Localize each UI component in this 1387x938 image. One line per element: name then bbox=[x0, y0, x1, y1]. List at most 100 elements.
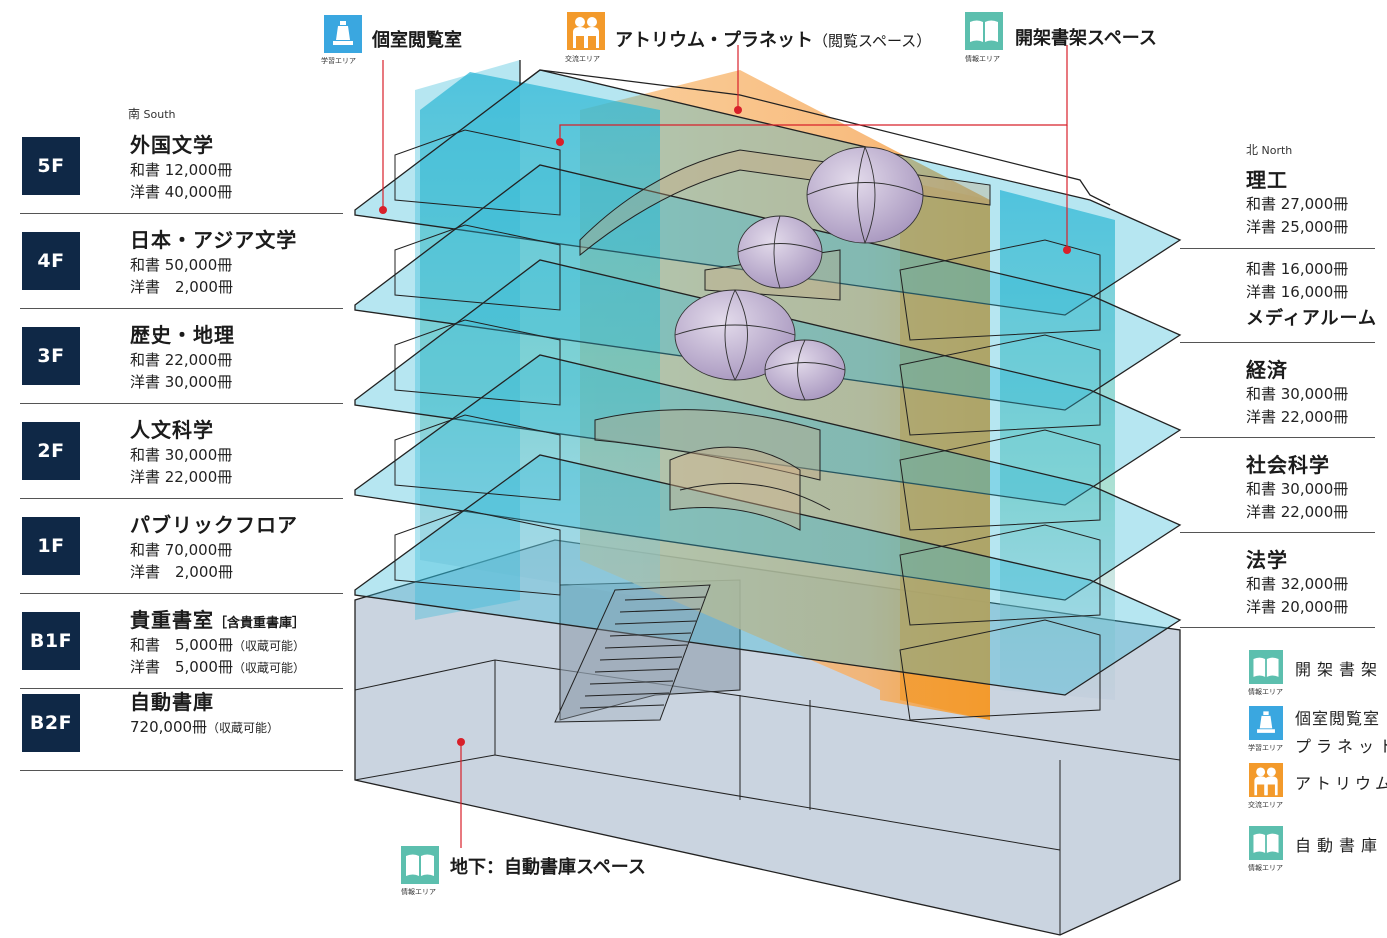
book-icon bbox=[1249, 650, 1283, 684]
section-social-science: 社会科学 和書 30,000冊 洋書 22,000冊 bbox=[1246, 449, 1348, 524]
foreign-books-count: 洋書 5,000冊（収蔵可能） bbox=[130, 656, 305, 677]
count-text: 和書 5,000冊 bbox=[130, 636, 233, 654]
south-marker: 南 South bbox=[128, 105, 175, 122]
section-law: 法学 和書 32,000冊 洋書 20,000冊 bbox=[1246, 544, 1348, 619]
section-science-engineering: 理工 和書 27,000冊 洋書 25,000冊 bbox=[1246, 164, 1348, 239]
atrium-label-text: アトリウム・プラネット bbox=[615, 30, 813, 51]
floor-row-b2f: B2F 自動書庫 720,000冊（収蔵可能） bbox=[20, 676, 343, 771]
south-jp: 南 bbox=[128, 107, 141, 121]
north-marker: 北 North bbox=[1246, 141, 1292, 158]
count-text: 720,000冊 bbox=[130, 718, 208, 736]
section-economics: 経済 和書 30,000冊 洋書 22,000冊 bbox=[1246, 354, 1348, 429]
leader-dots bbox=[379, 106, 1071, 746]
japanese-books-count: 和書 70,000冊 bbox=[130, 541, 233, 559]
staircase bbox=[554, 584, 711, 723]
floor-slabs bbox=[354, 69, 1182, 696]
section-title: 社会科学 bbox=[1246, 453, 1330, 477]
study-lamp-icon bbox=[1249, 706, 1283, 740]
area-caption: 学習エリア bbox=[321, 57, 356, 65]
foreign-books-count: 洋書 20,000冊 bbox=[1246, 598, 1349, 616]
divider bbox=[1180, 532, 1375, 533]
divider bbox=[1180, 437, 1375, 438]
floor-title: 外国文学 bbox=[130, 133, 214, 157]
floor-title: 歴史・地理 bbox=[130, 323, 235, 347]
floor-title-note: ［含貴重書庫］ bbox=[214, 616, 306, 631]
capacity-note: （収蔵可能） bbox=[232, 661, 305, 675]
section-title: メディアルーム bbox=[1246, 308, 1378, 329]
people-icon bbox=[1249, 763, 1283, 797]
north-jp: 北 bbox=[1246, 143, 1259, 157]
foreign-books-count: 洋書 25,000冊 bbox=[1246, 218, 1349, 236]
floor-title: 日本・アジア文学 bbox=[130, 228, 298, 252]
count-text: 洋書 5,000冊 bbox=[130, 658, 233, 676]
area-caption: 情報エリア bbox=[401, 888, 436, 896]
legend-label: 開架書架 bbox=[1295, 660, 1384, 679]
legend-caption: 学習エリア bbox=[1248, 744, 1283, 752]
japanese-books-count: 和書 27,000冊 bbox=[1246, 195, 1349, 213]
floor-badge: 1F bbox=[22, 517, 80, 575]
legend-label: 個室閲覧室 bbox=[1295, 709, 1381, 728]
floor-badge: B2F bbox=[22, 694, 80, 752]
legend-caption: 情報エリア bbox=[1248, 688, 1283, 696]
foreign-books-count: 洋書 40,000冊 bbox=[130, 183, 233, 201]
floor-title: 自動書庫 bbox=[130, 690, 214, 714]
floor-row-2f: 2F 人文科学 和書 30,000冊 洋書 22,000冊 bbox=[20, 404, 343, 499]
japanese-books-count: 和書 22,000冊 bbox=[130, 351, 233, 369]
floor-row-4f: 4F 日本・アジア文学 和書 50,000冊 洋書 2,000冊 bbox=[20, 214, 343, 309]
shelf-boxes bbox=[394, 129, 1101, 721]
legend-caption: 交流エリア bbox=[1248, 801, 1283, 809]
japanese-books-count: 和書 30,000冊 bbox=[1246, 480, 1349, 498]
japanese-books-count: 和書 16,000冊 bbox=[1246, 260, 1349, 278]
japanese-books-count: 和書 5,000冊（収蔵可能） bbox=[130, 634, 305, 655]
foreign-books-count: 洋書 16,000冊 bbox=[1246, 283, 1349, 301]
book-icon bbox=[401, 846, 439, 884]
south-en: South bbox=[143, 108, 176, 121]
japanese-books-count: 和書 30,000冊 bbox=[1246, 385, 1349, 403]
foreign-books-count: 洋書 22,000冊 bbox=[130, 468, 233, 486]
floor-row-5f: 5F 外国文学 和書 12,000冊 洋書 40,000冊 bbox=[20, 119, 343, 214]
area-caption: 情報エリア bbox=[965, 55, 1000, 63]
foreign-books-count: 洋書 22,000冊 bbox=[1246, 408, 1349, 426]
open-stacks-label: 開架書架スペース bbox=[1015, 28, 1157, 49]
section-title: 経済 bbox=[1246, 358, 1288, 382]
japanese-books-count: 和書 30,000冊 bbox=[130, 446, 233, 464]
foreign-books-count: 洋書 30,000冊 bbox=[130, 373, 233, 391]
floor-badge: 4F bbox=[22, 232, 80, 290]
basement-storage-label: 地下：自動書庫スペース bbox=[450, 857, 646, 878]
north-en: North bbox=[1261, 144, 1293, 157]
floor-badge: 3F bbox=[22, 327, 80, 385]
foreign-books-count: 洋書 2,000冊 bbox=[130, 278, 233, 296]
section-title: 理工 bbox=[1246, 168, 1288, 192]
capacity-note: （収蔵可能） bbox=[232, 639, 305, 653]
japanese-books-count: 和書 12,000冊 bbox=[130, 161, 233, 179]
capacity-note: （収蔵可能） bbox=[207, 721, 280, 735]
japanese-books-count: 和書 32,000冊 bbox=[1246, 575, 1349, 593]
japanese-books-count: 和書 50,000冊 bbox=[130, 256, 233, 274]
floor-badge: B1F bbox=[22, 612, 80, 670]
floor-row-b1f: B1F 貴重書室［含貴重書庫］ 和書 5,000冊（収蔵可能） 洋書 5,000… bbox=[20, 594, 343, 689]
section-title: 法学 bbox=[1246, 548, 1288, 572]
floor-title: パブリックフロア bbox=[130, 513, 298, 537]
people-icon bbox=[567, 12, 605, 50]
legend-label: 自動書庫 bbox=[1295, 836, 1384, 855]
foreign-books-count: 洋書 22,000冊 bbox=[1246, 503, 1349, 521]
floor-row-3f: 3F 歴史・地理 和書 22,000冊 洋書 30,000冊 bbox=[20, 309, 343, 404]
leader-lines bbox=[382, 45, 1068, 848]
book-icon bbox=[965, 12, 1003, 50]
atrium-label-sub: （閲覧スペース） bbox=[813, 32, 932, 50]
private-room-label: 個室閲覧室 bbox=[372, 30, 462, 51]
book-icon bbox=[1249, 826, 1283, 860]
legend-caption: 情報エリア bbox=[1248, 864, 1283, 872]
floor-row-1f: 1F パブリックフロア 和書 70,000冊 洋書 2,000冊 bbox=[20, 499, 343, 594]
legend-label: アトリウム bbox=[1295, 774, 1387, 793]
floor-title-text: 貴重書室 bbox=[130, 608, 214, 632]
atrium-label: アトリウム・プラネット（閲覧スペース） bbox=[615, 26, 931, 52]
floor-badge: 2F bbox=[22, 422, 80, 480]
storage-capacity: 720,000冊（収蔵可能） bbox=[130, 716, 279, 737]
floor-badge: 5F bbox=[22, 137, 80, 195]
area-caption: 交流エリア bbox=[565, 55, 600, 63]
study-lamp-icon bbox=[324, 15, 362, 53]
legend-label: プラネット bbox=[1295, 737, 1387, 756]
planet-domes bbox=[674, 146, 924, 401]
